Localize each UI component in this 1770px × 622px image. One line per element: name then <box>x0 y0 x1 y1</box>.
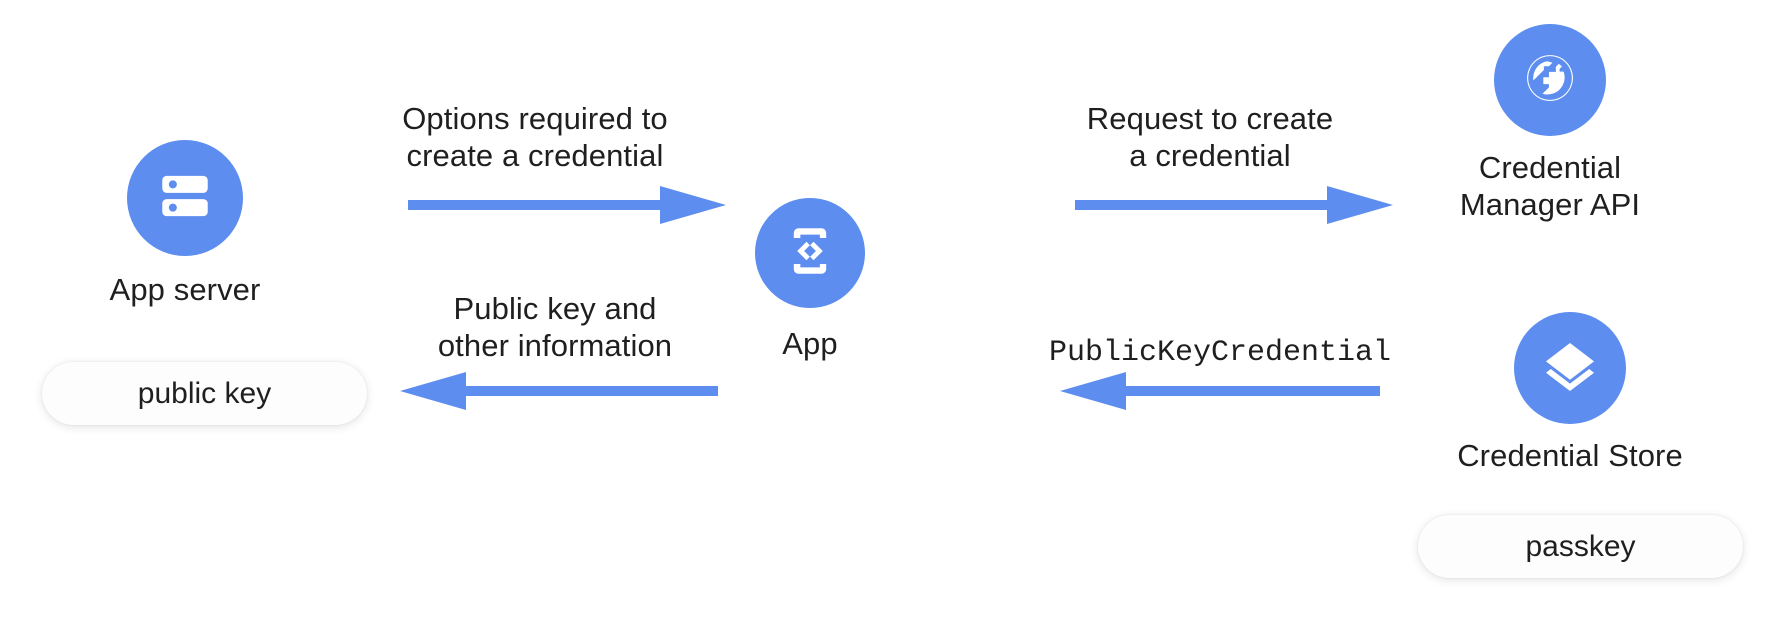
arrow-options-required <box>408 182 726 228</box>
arrow-public-key-credential <box>1060 368 1380 414</box>
pill-passkey-label: passkey <box>1525 529 1636 563</box>
node-app-server: App server <box>95 140 275 309</box>
node-credential-manager-api: Credential Manager API <box>1425 24 1675 223</box>
arrow-label-options-required: Options required to create a credential <box>402 101 668 174</box>
app-server-disc <box>127 140 243 256</box>
arrow-label-public-key-and-other-information: Public key and other information <box>437 291 673 364</box>
node-credential-store-label: Credential Store <box>1457 438 1683 473</box>
layers-icon <box>1539 335 1601 402</box>
mobile-code-icon <box>781 222 839 285</box>
node-credential-manager-api-label: Credential Manager API <box>1459 150 1641 222</box>
globe-icon <box>1518 46 1582 115</box>
arrow-label-public-key-credential: PublicKeyCredential <box>1048 336 1392 370</box>
node-app-server-label: App server <box>109 272 261 307</box>
app-disc <box>755 198 865 308</box>
arrow-label-request-to-create: Request to create a credential <box>1086 101 1334 174</box>
node-credential-store: Credential Store <box>1440 312 1700 475</box>
pill-passkey: passkey <box>1418 515 1743 578</box>
node-app-label: App <box>782 326 838 361</box>
server-icon <box>154 165 216 232</box>
pill-public-key: public key <box>42 362 367 425</box>
arrow-request-to-create <box>1075 182 1393 228</box>
credential-manager-api-disc <box>1494 24 1606 136</box>
arrow-public-key-and-other-information <box>400 368 718 414</box>
node-app: App <box>735 198 885 363</box>
credential-store-disc <box>1514 312 1626 424</box>
pill-public-key-label: public key <box>137 376 272 410</box>
